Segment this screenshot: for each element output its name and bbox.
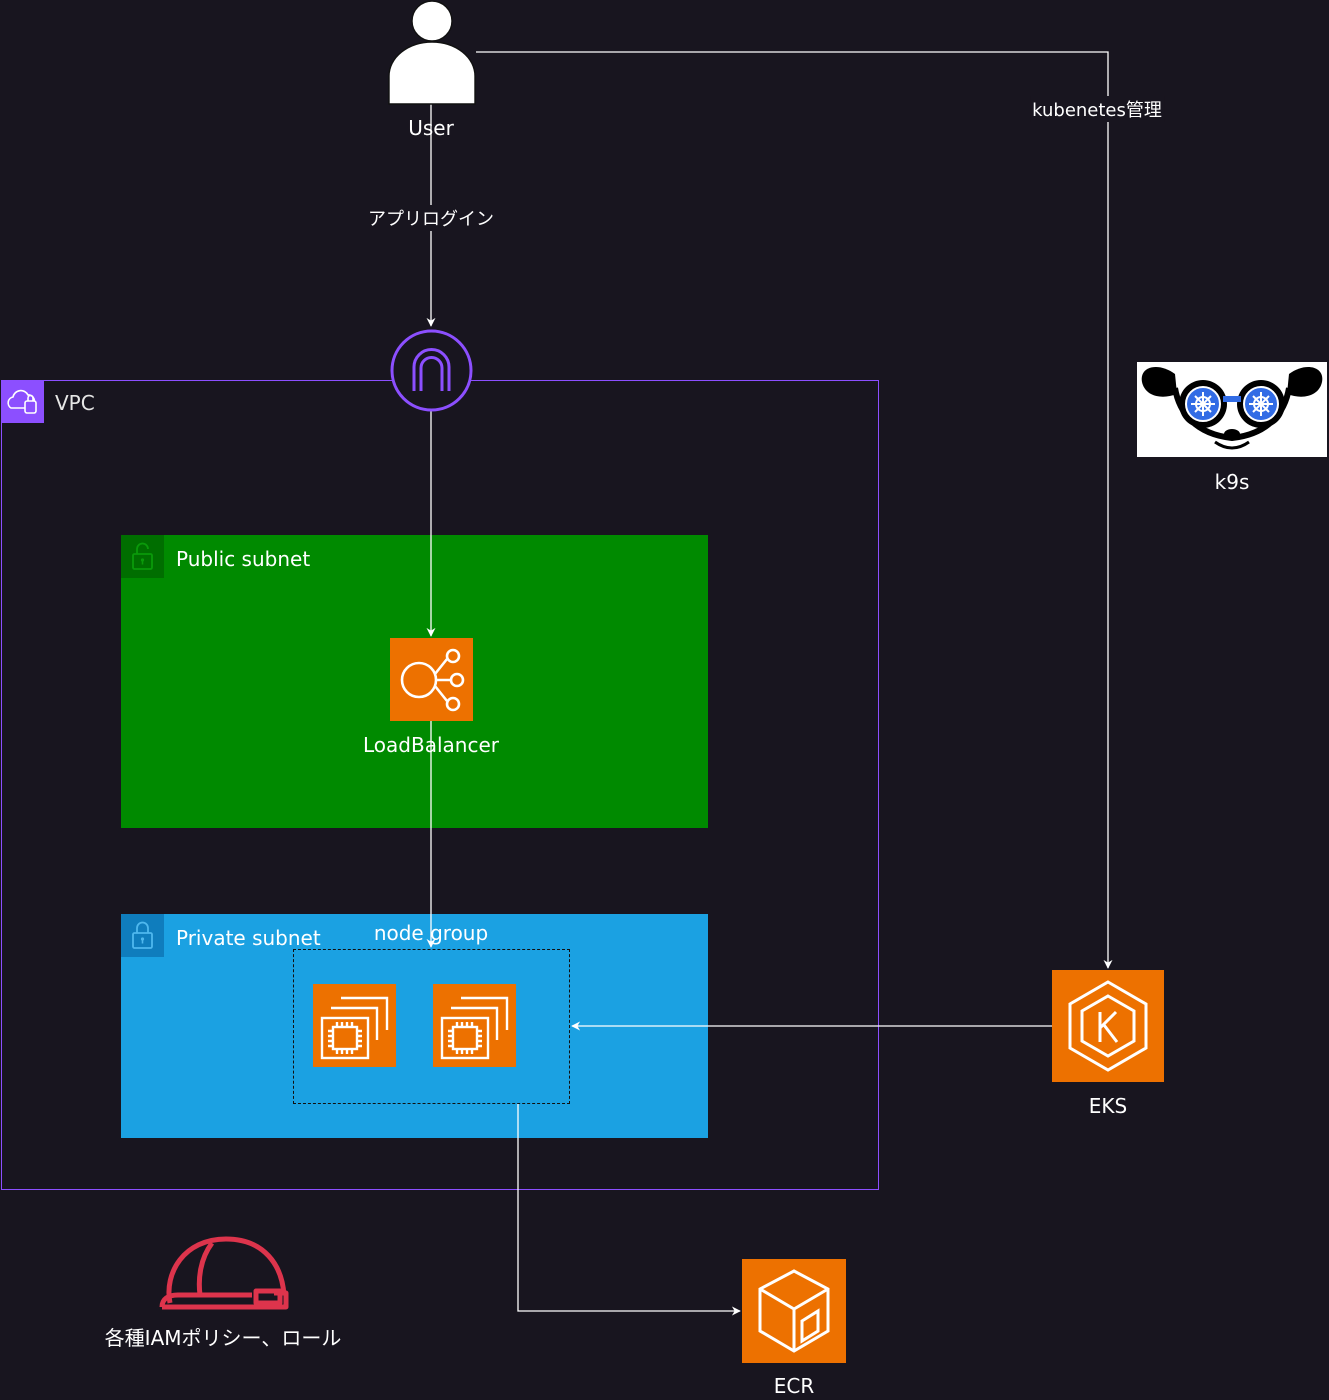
- eks-icon: [1068, 980, 1148, 1072]
- eks-node: [1052, 970, 1164, 1082]
- internet-gateway-icon: [390, 329, 473, 412]
- iam-label: 各種IAMポリシー、ロール: [104, 1326, 342, 1350]
- k8s-manage-label: kubenetes管理: [1030, 96, 1164, 122]
- public-subnet-label: Public subnet: [176, 547, 311, 571]
- ecr-label: ECR: [773, 1374, 815, 1398]
- edge-user-to-eks: [476, 51, 1113, 969]
- eks-label: EKS: [1088, 1094, 1128, 1118]
- unlocked-icon: [132, 542, 153, 570]
- edge-nodegroup-to-ecr: [517, 1104, 741, 1316]
- ec2-node-2: [433, 984, 516, 1067]
- load-balancer-node: [390, 638, 473, 721]
- ecr-node: [742, 1259, 846, 1363]
- ec2-instance-icon: [320, 996, 389, 1060]
- vpc-badge: [1, 380, 44, 423]
- public-subnet-badge: [121, 535, 164, 578]
- iam-hardhat-icon: [159, 1236, 289, 1310]
- k9s-logo: [1141, 367, 1323, 450]
- private-subnet-label: Private subnet: [176, 926, 321, 950]
- k9s-logo-box: [1137, 362, 1327, 457]
- private-subnet-badge: [121, 914, 164, 957]
- app-login-label: アプリログイン: [366, 205, 496, 231]
- vpc-label: VPC: [55, 391, 95, 415]
- lock-icon: [132, 921, 153, 949]
- user-icon: [388, 0, 476, 105]
- node-group-label: node group: [373, 921, 489, 945]
- vpc-cloud-icon: [7, 389, 37, 414]
- k9s-label: k9s: [1214, 470, 1250, 494]
- ecr-icon: [758, 1269, 830, 1353]
- load-balancer-label: LoadBalancer: [363, 733, 499, 757]
- user-label: User: [408, 116, 454, 140]
- ec2-node-1: [313, 984, 396, 1067]
- ec2-instance-icon: [440, 996, 509, 1060]
- node-group-box: [293, 949, 570, 1104]
- elb-icon: [400, 648, 465, 712]
